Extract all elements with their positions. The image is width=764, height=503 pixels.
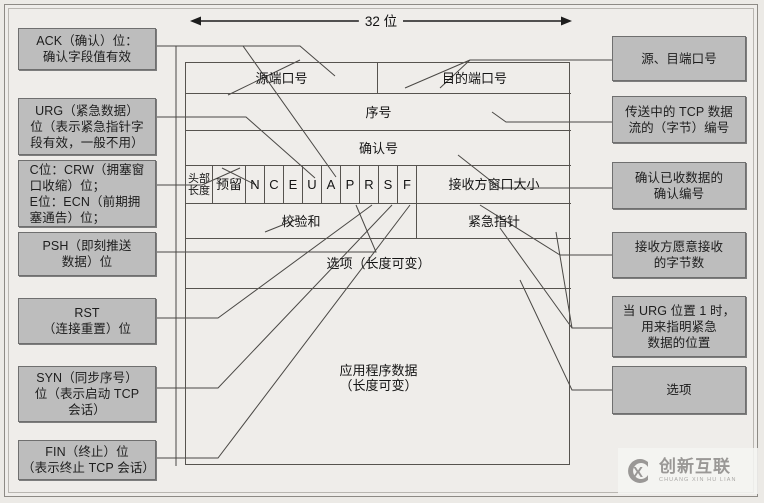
callout-options: 选项 <box>612 366 746 414</box>
callout-urg: URG（紧急数据） 位（表示紧急指针字 段有效，一般不用） <box>18 98 156 155</box>
callout-psh: PSH（即刻推送 数据）位 <box>18 232 156 276</box>
cell-checksum: 校验和 <box>186 204 417 238</box>
callout-syn-text: SYN（同步序号） 位（表示启动 TCP 会话） <box>34 371 140 417</box>
watermark-sub: CHUANG XIN HU LIAN <box>659 477 737 484</box>
callout-psh-text: PSH（即刻推送 数据）位 <box>42 239 132 269</box>
watermark-main: 创新互联 <box>659 457 731 477</box>
width-arrow: 32 位 <box>190 8 572 34</box>
watermark-text: 创新互联 CHUANG XIN HU LIAN <box>659 458 737 484</box>
cell-flag-u: U <box>303 166 322 203</box>
callout-urg-text: URG（紧急数据） 位（表示紧急指针字 段有效，一般不用） <box>30 103 144 150</box>
table-row: 校验和 紧急指针 <box>186 204 571 239</box>
cell-options: 选项（长度可变） <box>326 256 431 271</box>
callout-ports-text: 源、目端口号 <box>641 51 717 66</box>
callout-rst: RST （连接重置）位 <box>18 298 156 344</box>
cell-window-size: 接收方窗口大小 <box>448 177 540 192</box>
callout-seq-text: 传送中的 TCP 数据 流的（字节）编号 <box>625 104 733 135</box>
callout-syn: SYN（同步序号） 位（表示启动 TCP 会话） <box>18 366 156 422</box>
table-row: 头部 长度 预留 N C E U A P R S F 接收方窗口大小 <box>186 166 571 204</box>
callout-urgptr: 当 URG 位置 1 时， 用来指明紧急 数据的位置 <box>612 296 746 357</box>
callout-seq: 传送中的 TCP 数据 流的（字节）编号 <box>612 96 746 143</box>
callout-fin-text: FIN（终止）位 （表示终止 TCP 会话） <box>22 445 156 475</box>
callout-ack-num: 确认已收数据的 确认编号 <box>612 162 746 209</box>
cell-flag-a: A <box>322 166 341 203</box>
cell-header-length: 头部 长度 <box>186 166 213 203</box>
cell-flag-p: P <box>341 166 360 203</box>
callout-options-text: 选项 <box>666 383 692 397</box>
callout-ports: 源、目端口号 <box>612 36 746 81</box>
cell-flag-s: S <box>379 166 398 203</box>
callout-rst-text: RST （连接重置）位 <box>42 306 132 336</box>
callout-fin: FIN（终止）位 （表示终止 TCP 会话） <box>18 440 156 480</box>
callout-ce-text: C位：CRW（拥塞窗 口收缩）位； E位：ECN（前期拥 塞通告）位； <box>29 162 145 225</box>
cell-app-data: 应用程序数据 （长度可变） <box>339 362 418 393</box>
cell-reserved: 预留 <box>213 166 246 203</box>
cell-flag-c: C <box>265 166 284 203</box>
cell-urgent-pointer: 紧急指针 <box>467 213 520 229</box>
cell-flag-r: R <box>360 166 379 203</box>
svg-text:X: X <box>633 464 643 481</box>
callout-urgptr-text: 当 URG 位置 1 时， 用来指明紧急 数据的位置 <box>622 303 736 350</box>
cell-ack-number: 确认号 <box>358 140 398 156</box>
cell-flag-n: N <box>246 166 265 203</box>
cell-seq-number: 序号 <box>365 104 392 120</box>
table-row: 源端口号 目的端口号 <box>186 63 571 94</box>
watermark: X 创新互联 CHUANG XIN HU LIAN <box>618 448 758 494</box>
callout-ack-num-text: 确认已收数据的 确认编号 <box>634 170 724 201</box>
brand-logo-icon: X <box>622 455 654 487</box>
width-arrow-label: 32 位 <box>358 10 404 30</box>
cell-flag-e: E <box>284 166 303 203</box>
width-arrow-svg <box>190 16 572 26</box>
page-inner-frame <box>8 8 754 493</box>
cell-src-port: 源端口号 <box>186 63 378 93</box>
table-row: 序号 <box>186 94 571 131</box>
callout-ce: C位：CRW（拥塞窗 口收缩）位； E位：ECN（前期拥 塞通告）位； <box>18 160 156 227</box>
callout-ack-text: ACK（确认）位： 确认字段值有效 <box>36 34 138 64</box>
tcp-header-table: 源端口号 目的端口号 序号 确认号 头部 长度 预留 N C E U A P R… <box>185 62 571 466</box>
table-row: 确认号 <box>186 131 571 166</box>
table-row: 选项（长度可变） <box>186 239 571 289</box>
cell-flag-f: F <box>398 166 417 203</box>
callout-ack: ACK（确认）位： 确认字段值有效 <box>18 28 156 70</box>
callout-window: 接收方愿意接收 的字节数 <box>612 232 746 278</box>
table-row: 应用程序数据 （长度可变） <box>186 289 571 466</box>
cell-dst-port: 目的端口号 <box>441 70 507 86</box>
callout-window-text: 接收方愿意接收 的字节数 <box>634 240 724 270</box>
